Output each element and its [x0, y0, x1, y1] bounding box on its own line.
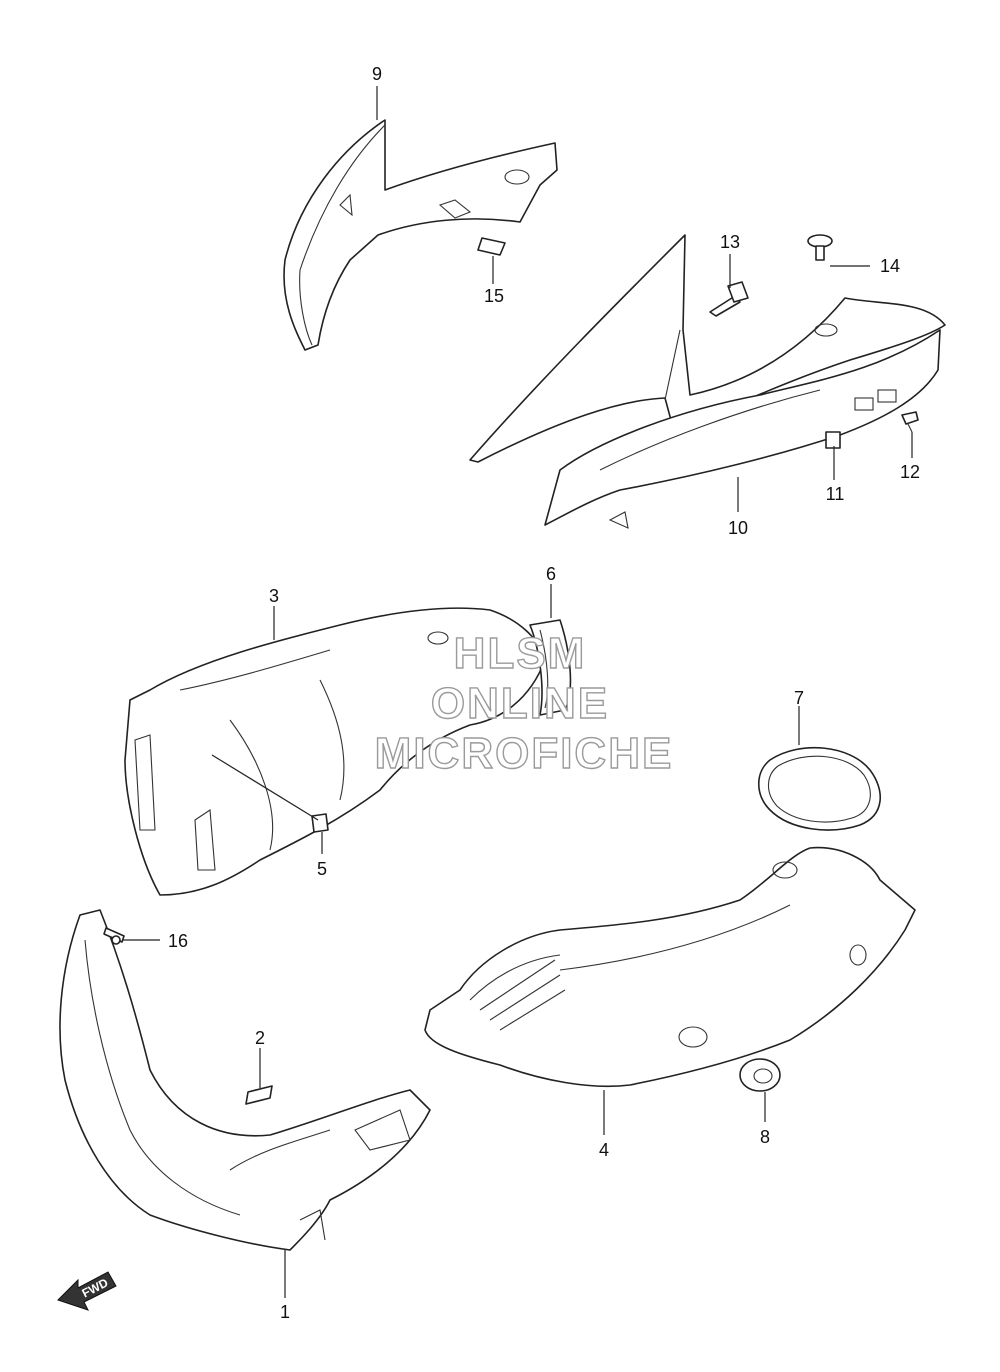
leader-lines — [122, 86, 913, 1298]
part-3-air-duct[interactable] — [124, 607, 546, 896]
callout-16: 16 — [168, 931, 188, 951]
part-1-front-cowl[interactable] — [59, 909, 431, 1251]
callout-9: 9 — [372, 64, 382, 84]
watermark-line1: HLSM — [454, 629, 587, 678]
part-15-label[interactable] — [477, 237, 506, 256]
callout-6: 6 — [546, 564, 556, 584]
part-8-grommet[interactable] — [739, 1058, 781, 1092]
part-16-screw[interactable] — [103, 927, 125, 945]
fwd-arrow: FWD — [57, 1271, 117, 1311]
part-7-ring-seal[interactable] — [757, 746, 882, 831]
callout-8: 8 — [760, 1127, 770, 1147]
part-4-air-duct[interactable] — [424, 846, 916, 1088]
part-6-seal[interactable] — [529, 619, 572, 716]
part-9-inner-panel[interactable] — [283, 119, 558, 351]
callout-13: 13 — [720, 232, 740, 252]
callout-12: 12 — [900, 462, 920, 482]
part-13-screw[interactable] — [709, 281, 749, 317]
part-11-clip[interactable] — [825, 431, 841, 449]
callout-7: 7 — [794, 688, 804, 708]
part-5-rivet[interactable] — [311, 813, 329, 833]
part-2-label[interactable] — [245, 1085, 273, 1105]
callout-10: 10 — [728, 518, 748, 538]
callout-4: 4 — [599, 1140, 609, 1160]
part-14-rivet[interactable] — [807, 234, 833, 261]
callout-11: 11 — [826, 484, 845, 504]
callout-1: 1 — [280, 1302, 290, 1322]
callout-14: 14 — [880, 256, 900, 276]
callout-labels: 9 15 13 14 10 11 12 3 6 5 7 16 2 4 8 1 — [168, 64, 920, 1322]
callout-5: 5 — [317, 859, 327, 879]
callout-2: 2 — [255, 1028, 265, 1048]
watermark-line2: ONLINE — [431, 679, 609, 728]
watermark-line3: MICROFICHE — [375, 729, 674, 778]
part-12-rivet[interactable] — [901, 411, 919, 433]
callout-15: 15 — [484, 286, 504, 306]
watermark: HLSM ONLINE MICROFICHE — [374, 628, 674, 778]
callout-3: 3 — [269, 586, 279, 606]
part-10-side-cowling[interactable] — [469, 234, 946, 529]
